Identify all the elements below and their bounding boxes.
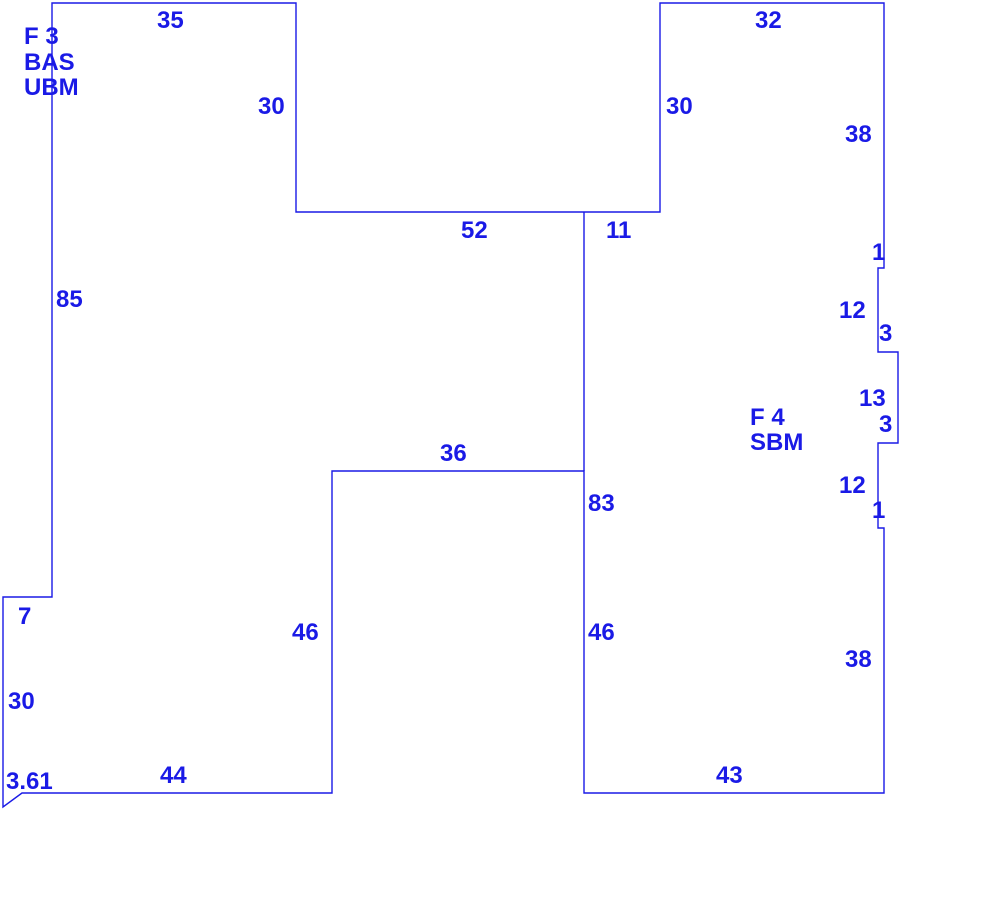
dim-label: 43 (716, 762, 743, 789)
dim-label: 44 (160, 762, 187, 789)
dim-label: 7 (18, 603, 31, 630)
dim-label: 35 (157, 7, 184, 34)
dim-label: 32 (755, 7, 782, 34)
dim-label: 52 (461, 217, 488, 244)
dim-label: 12 (839, 472, 866, 499)
dim-label: 12 (839, 297, 866, 324)
dim-label: 46 (292, 619, 319, 646)
dim-label: 3 (879, 320, 892, 347)
area-label-ubm: UBM (24, 74, 79, 101)
dim-label: 3.61 (6, 768, 53, 795)
dim-label: 1 (872, 239, 885, 266)
dim-label: 30 (8, 688, 35, 715)
dim-label: 11 (606, 217, 631, 244)
dim-label: 85 (56, 286, 83, 313)
area-label-f4: F 4 (750, 404, 785, 431)
dim-label: 83 (588, 490, 615, 517)
dim-label: 38 (845, 646, 872, 673)
area-label-f3: F 3 (24, 23, 59, 50)
dim-label: 1 (872, 497, 885, 524)
dim-label: 13 (859, 385, 886, 412)
dim-label: 36 (440, 440, 467, 467)
dim-label: 30 (666, 93, 693, 120)
dim-label: 3 (879, 411, 892, 438)
area-label-bas: BAS (24, 49, 75, 76)
dim-label: 30 (258, 93, 285, 120)
dim-label: 46 (588, 619, 615, 646)
dim-label: 38 (845, 121, 872, 148)
building-outline (2, 2, 899, 809)
area-label-sbm: SBM (750, 429, 803, 456)
